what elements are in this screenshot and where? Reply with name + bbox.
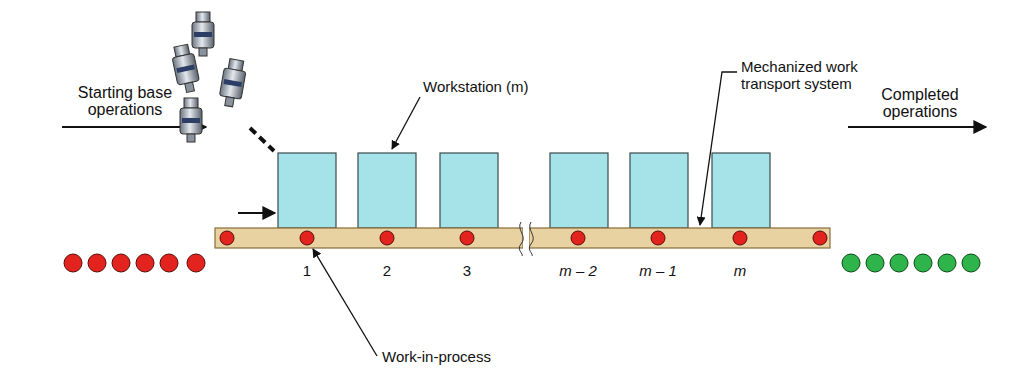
- work-unit: [460, 231, 474, 245]
- part-label: Mechanized work transport system: [741, 58, 881, 92]
- part-band: [223, 79, 242, 87]
- entry-arrow: [238, 212, 275, 214]
- dashed-leader: [250, 128, 274, 151]
- incoming-unit: [136, 254, 154, 272]
- break-gap: [523, 224, 529, 252]
- part-body: [192, 22, 214, 48]
- conveyor-band: [215, 228, 523, 248]
- workstation-box: [278, 153, 336, 228]
- parts-illustration: [170, 12, 274, 151]
- workstation-box: [630, 153, 688, 228]
- part-body: [219, 68, 246, 99]
- station-number: 1: [277, 262, 337, 279]
- leader-line: [313, 249, 377, 356]
- incoming-units: [64, 254, 205, 272]
- part-icon: [192, 12, 214, 56]
- conveyor-band: [529, 228, 830, 248]
- part-stem: [199, 48, 207, 56]
- workstations: [278, 153, 770, 228]
- work-unit: [571, 231, 585, 245]
- part-band: [176, 64, 195, 73]
- work-unit: [651, 231, 665, 245]
- part-band: [194, 32, 212, 37]
- workstation-box: [358, 153, 416, 228]
- completed-unit: [842, 254, 860, 272]
- work-unit: [733, 231, 747, 245]
- completed-unit: [962, 254, 980, 272]
- part-body: [180, 108, 202, 134]
- part-icon: [218, 58, 248, 108]
- incoming-unit: [187, 254, 205, 272]
- part-stem: [185, 82, 195, 92]
- leader-line: [700, 72, 737, 225]
- station-number: m: [710, 262, 770, 279]
- part-label: Workstation (m): [423, 78, 529, 95]
- workstation-box: [712, 153, 770, 228]
- part-cap: [196, 12, 210, 22]
- leader-line: [392, 97, 420, 149]
- flow-label: Starting base operations: [60, 84, 190, 118]
- work-unit: [220, 231, 234, 245]
- work-in-process-units: [220, 231, 827, 245]
- break-mark: [529, 222, 533, 256]
- part-label: Work-in-process: [382, 348, 491, 365]
- station-number: 2: [357, 262, 417, 279]
- output-flow-arrow: [848, 126, 986, 128]
- station-number: 3: [437, 262, 497, 279]
- flow-label: Completed operations: [868, 86, 972, 120]
- completed-unit: [938, 254, 956, 272]
- station-number: m – 1: [623, 262, 693, 279]
- part-band: [182, 118, 200, 123]
- completed-unit: [890, 254, 908, 272]
- incoming-unit: [64, 254, 82, 272]
- part-cap: [184, 98, 198, 108]
- work-unit: [380, 231, 394, 245]
- break-mark: [519, 222, 523, 256]
- incoming-unit: [112, 254, 130, 272]
- part-icon: [180, 98, 202, 142]
- part-body: [172, 53, 199, 85]
- workstation-box: [440, 153, 498, 228]
- part-stem: [225, 97, 234, 107]
- part-icon: [170, 43, 201, 94]
- station-number: m – 2: [543, 262, 613, 279]
- completed-unit: [866, 254, 884, 272]
- completed-unit: [914, 254, 932, 272]
- workstation-box: [550, 153, 608, 228]
- incoming-unit: [88, 254, 106, 272]
- work-unit: [300, 231, 314, 245]
- conveyor: [215, 222, 830, 256]
- completed-units: [842, 254, 980, 272]
- incoming-unit: [160, 254, 178, 272]
- work-unit: [813, 231, 827, 245]
- part-stem: [187, 134, 195, 142]
